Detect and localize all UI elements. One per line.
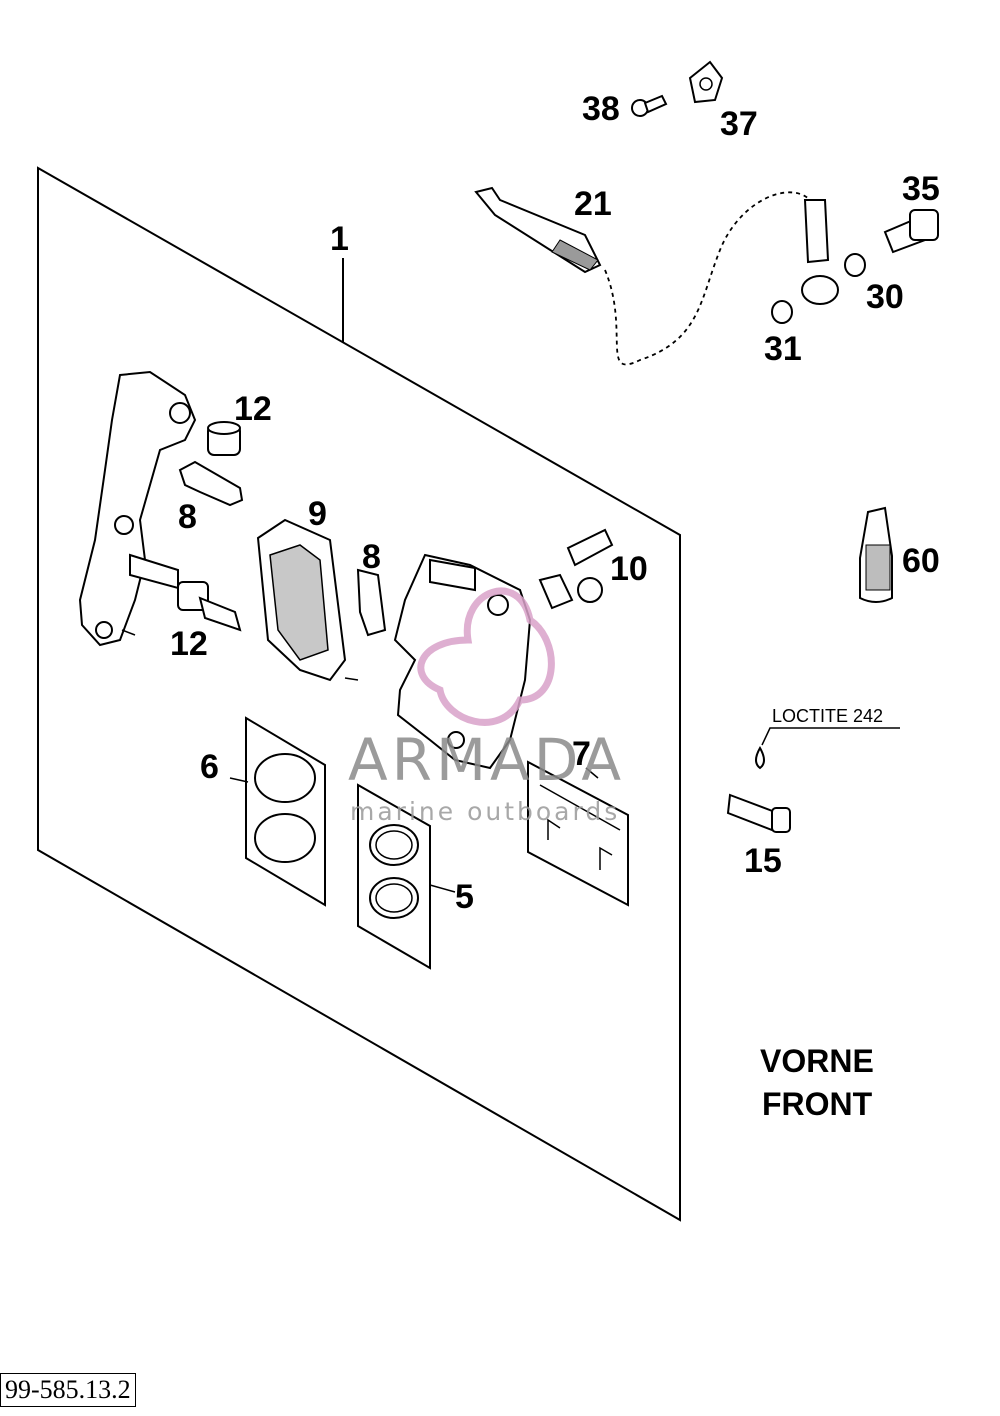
- callout-8-lower: 8: [362, 538, 381, 576]
- watermark-brand: ARMADA: [348, 726, 625, 794]
- callout-15: 15: [744, 842, 782, 880]
- callout-35: 35: [902, 170, 940, 208]
- side-label-en: FRONT: [762, 1086, 873, 1122]
- guide-pin: [177, 581, 242, 632]
- loctite-leader: [761, 727, 900, 746]
- callout-1: 1: [330, 220, 349, 258]
- callout-12-upper: 12: [234, 390, 272, 428]
- seal-kit: [357, 783, 456, 970]
- side-label-de: VORNE: [760, 1043, 874, 1079]
- pin-kit: [527, 760, 629, 907]
- callout-30: 30: [866, 278, 904, 316]
- bushing-upper: [207, 421, 241, 456]
- callout-21: 21: [574, 185, 612, 223]
- callout-9: 9: [308, 495, 327, 533]
- pad-spring-upper: [178, 460, 244, 507]
- callout-7: 7: [572, 735, 591, 773]
- callout-31: 31: [764, 330, 802, 368]
- washer-30: [844, 253, 866, 277]
- watermark-logo-icon: [417, 587, 555, 726]
- callout-8-upper: 8: [178, 498, 197, 536]
- watermark-tagline: marine outboards: [350, 797, 620, 826]
- washer-31: [771, 300, 793, 324]
- bolt-15: [726, 793, 791, 833]
- callout-5: 5: [455, 878, 474, 916]
- loctite-drop-icon: [755, 745, 765, 770]
- callout-6: 6: [200, 748, 219, 786]
- watermark: ARMADA marine outboards: [348, 587, 625, 826]
- brake-line: [474, 186, 839, 366]
- kit-panel: [37, 166, 681, 1222]
- callout-10: 10: [610, 550, 648, 588]
- line-clamp: [688, 60, 724, 104]
- screw-38: [631, 94, 668, 117]
- bleeder-valve: [538, 528, 614, 610]
- callout-60: 60: [902, 542, 940, 580]
- drawing-code: 99-585.13.2: [0, 1373, 136, 1407]
- callout-38: 38: [582, 90, 620, 128]
- callout-12-lower: 12: [170, 625, 208, 663]
- threadlock-bottle: [859, 506, 893, 603]
- pad-spring-lower: [356, 568, 387, 637]
- banjo-bolt: [883, 209, 939, 254]
- loctite-label: LOCTITE 242: [772, 706, 883, 726]
- piston-kit: [229, 716, 326, 907]
- brake-pad: [256, 518, 359, 682]
- callout-37: 37: [720, 105, 758, 143]
